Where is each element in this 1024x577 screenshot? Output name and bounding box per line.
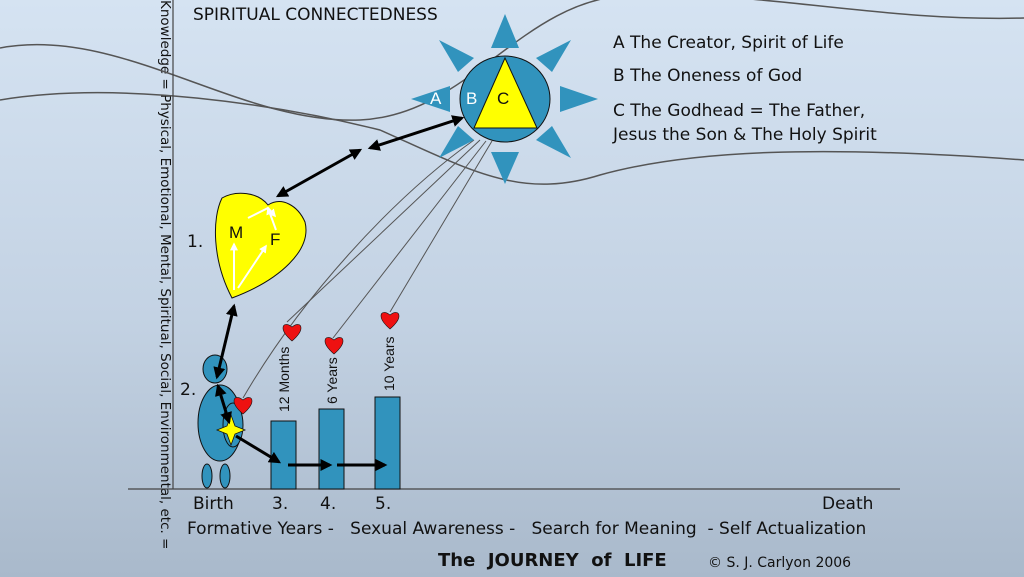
person-leg-left xyxy=(201,463,213,489)
sun-label-b: B xyxy=(466,89,477,108)
ray-line-4 xyxy=(242,139,475,399)
sun-ray xyxy=(536,126,571,158)
sun-ray xyxy=(536,40,571,72)
person-figure xyxy=(197,354,247,489)
sun-label-c: C xyxy=(497,89,509,108)
heart-inner-arrow xyxy=(266,206,277,231)
ray-line-3 xyxy=(389,140,493,313)
x-label-death: Death xyxy=(822,494,874,514)
sun-ray xyxy=(491,14,519,48)
ray-line-1 xyxy=(286,139,481,323)
footer-title: The JOURNEY of LIFE xyxy=(438,550,667,571)
sun-ray xyxy=(491,152,519,184)
ray-line-2 xyxy=(332,140,487,339)
legend-c-line1: C The Godhead = The Father, xyxy=(613,101,866,121)
person-head xyxy=(202,354,228,384)
heart-mind: M F xyxy=(215,192,307,299)
legend-c-line2: Jesus the Son & The Holy Spirit xyxy=(613,125,877,145)
heart-label-f: F xyxy=(270,230,280,249)
legend-b: B The Oneness of God xyxy=(613,66,803,86)
legend-a: A The Creator, Spirit of Life xyxy=(613,33,844,53)
star-icon xyxy=(215,413,247,447)
bar-6-years xyxy=(318,408,345,490)
sun-ray xyxy=(411,86,450,112)
x-label-5: 5. xyxy=(375,494,392,514)
x-label-4: 4. xyxy=(320,494,337,514)
diagram-title: SPIRITUAL CONNECTEDNESS xyxy=(193,5,438,25)
arrow-star-to-bar xyxy=(235,434,282,464)
life-stages: Formative Years - Sexual Awareness - Sea… xyxy=(187,519,867,539)
x-label-3: 3. xyxy=(272,494,289,514)
yellow-heart-icon xyxy=(215,192,307,299)
footer-copyright: © S. J. Carlyon 2006 xyxy=(708,555,852,571)
person-leg-right xyxy=(219,463,231,489)
bar-label-6-years: 6 Years xyxy=(324,357,340,404)
heart-inner-arrow xyxy=(237,244,267,289)
arrow-head-to-star xyxy=(215,383,232,425)
red-heart-icon xyxy=(233,397,253,415)
sun-symbol: A B C xyxy=(411,14,598,184)
step-label-2: 2. xyxy=(180,380,197,400)
godhead-triangle xyxy=(473,56,538,129)
step-label-1: 1. xyxy=(187,232,204,252)
y-axis-label: Knowledge = Physical, Emotional, Mental,… xyxy=(157,0,173,550)
sun-label-a: A xyxy=(430,89,442,108)
arrow-curve-to-heart xyxy=(275,148,363,198)
red-heart-icon xyxy=(324,337,344,355)
x-label-birth: Birth xyxy=(193,494,234,514)
heart-label-m: M xyxy=(229,223,243,242)
red-heart-icon xyxy=(282,324,302,342)
flow-curve-bottom xyxy=(0,91,1024,185)
arrow-heart-to-head xyxy=(213,303,238,380)
bar-label-12-months: 12 Months xyxy=(276,347,292,412)
sun-ray xyxy=(560,86,598,112)
red-heart-icon xyxy=(380,312,400,330)
bar-10-years xyxy=(374,396,401,490)
bar-12-months xyxy=(270,420,297,490)
arrow-sun-to-curve xyxy=(367,115,465,151)
sun-ray xyxy=(439,40,474,72)
bar-label-10-years: 10 Years xyxy=(381,337,397,392)
